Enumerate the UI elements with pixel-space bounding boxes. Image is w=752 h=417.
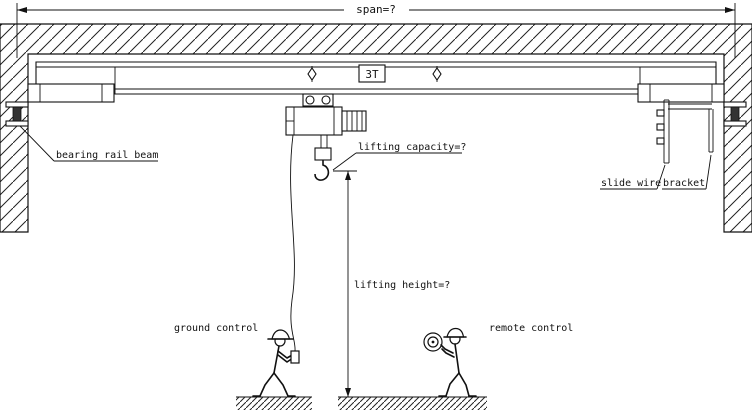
lifting-point-marker-left (307, 66, 317, 82)
insulator (656, 137, 665, 145)
span-dimension: span=? (16, 3, 736, 58)
hook-block (314, 147, 332, 161)
remote-control-worker (423, 327, 477, 397)
capacity-label: 3T (365, 68, 379, 81)
ground-control-label: ground control (174, 323, 258, 334)
height-arrow-top (345, 171, 351, 180)
trolley-wheel (305, 95, 315, 105)
bearing-rail-beam-right (723, 101, 747, 127)
hook-icon (314, 160, 330, 181)
bracket-callout: bracket (662, 154, 712, 190)
hard-hat-icon (271, 329, 291, 340)
span-arrow-right (725, 7, 735, 13)
slide-wire-assembly (656, 99, 714, 164)
pendant-cable (290, 134, 296, 352)
hard-hat-icon (446, 327, 465, 338)
lifting-capacity-callout: lifting capacity=? (332, 142, 466, 171)
lifting-capacity-label: lifting capacity=? (358, 142, 466, 153)
capacity-plate: 3T (358, 64, 386, 83)
remote-control-label: remote control (489, 323, 573, 334)
hoist-drum (285, 106, 343, 136)
building-structure (0, 23, 752, 233)
lifting-height-dimension: lifting height=? (333, 170, 450, 397)
slide-wire-label: slide wire (601, 178, 661, 189)
bearing-rail-beam-callout: bearing rail beam (19, 125, 158, 162)
insulator (656, 109, 665, 117)
pendant-control (290, 350, 300, 364)
height-arrow-bottom (345, 388, 351, 397)
slide-wire-callout: slide wire (600, 164, 666, 190)
insulator (656, 123, 665, 131)
ground-left (236, 396, 312, 410)
hoist-motor (341, 110, 367, 132)
bearing-rail-beam-label: bearing rail beam (56, 150, 158, 161)
trolley-wheel (321, 95, 331, 105)
lifting-height-label: lifting height=? (354, 280, 450, 291)
lifting-point-marker-right (432, 66, 442, 82)
span-label: span=? (356, 3, 396, 16)
electric-hoist (285, 93, 367, 181)
bracket-label: bracket (663, 178, 705, 189)
ceiling-and-walls (0, 23, 752, 233)
end-carriage-right (637, 83, 725, 103)
ground-right (338, 396, 487, 410)
end-carriage-left (27, 83, 115, 103)
ground-control-worker (252, 329, 300, 397)
span-arrow-left (17, 7, 27, 13)
bearing-rail-beam-left (5, 101, 29, 127)
crane-girder: 3T (35, 61, 717, 95)
